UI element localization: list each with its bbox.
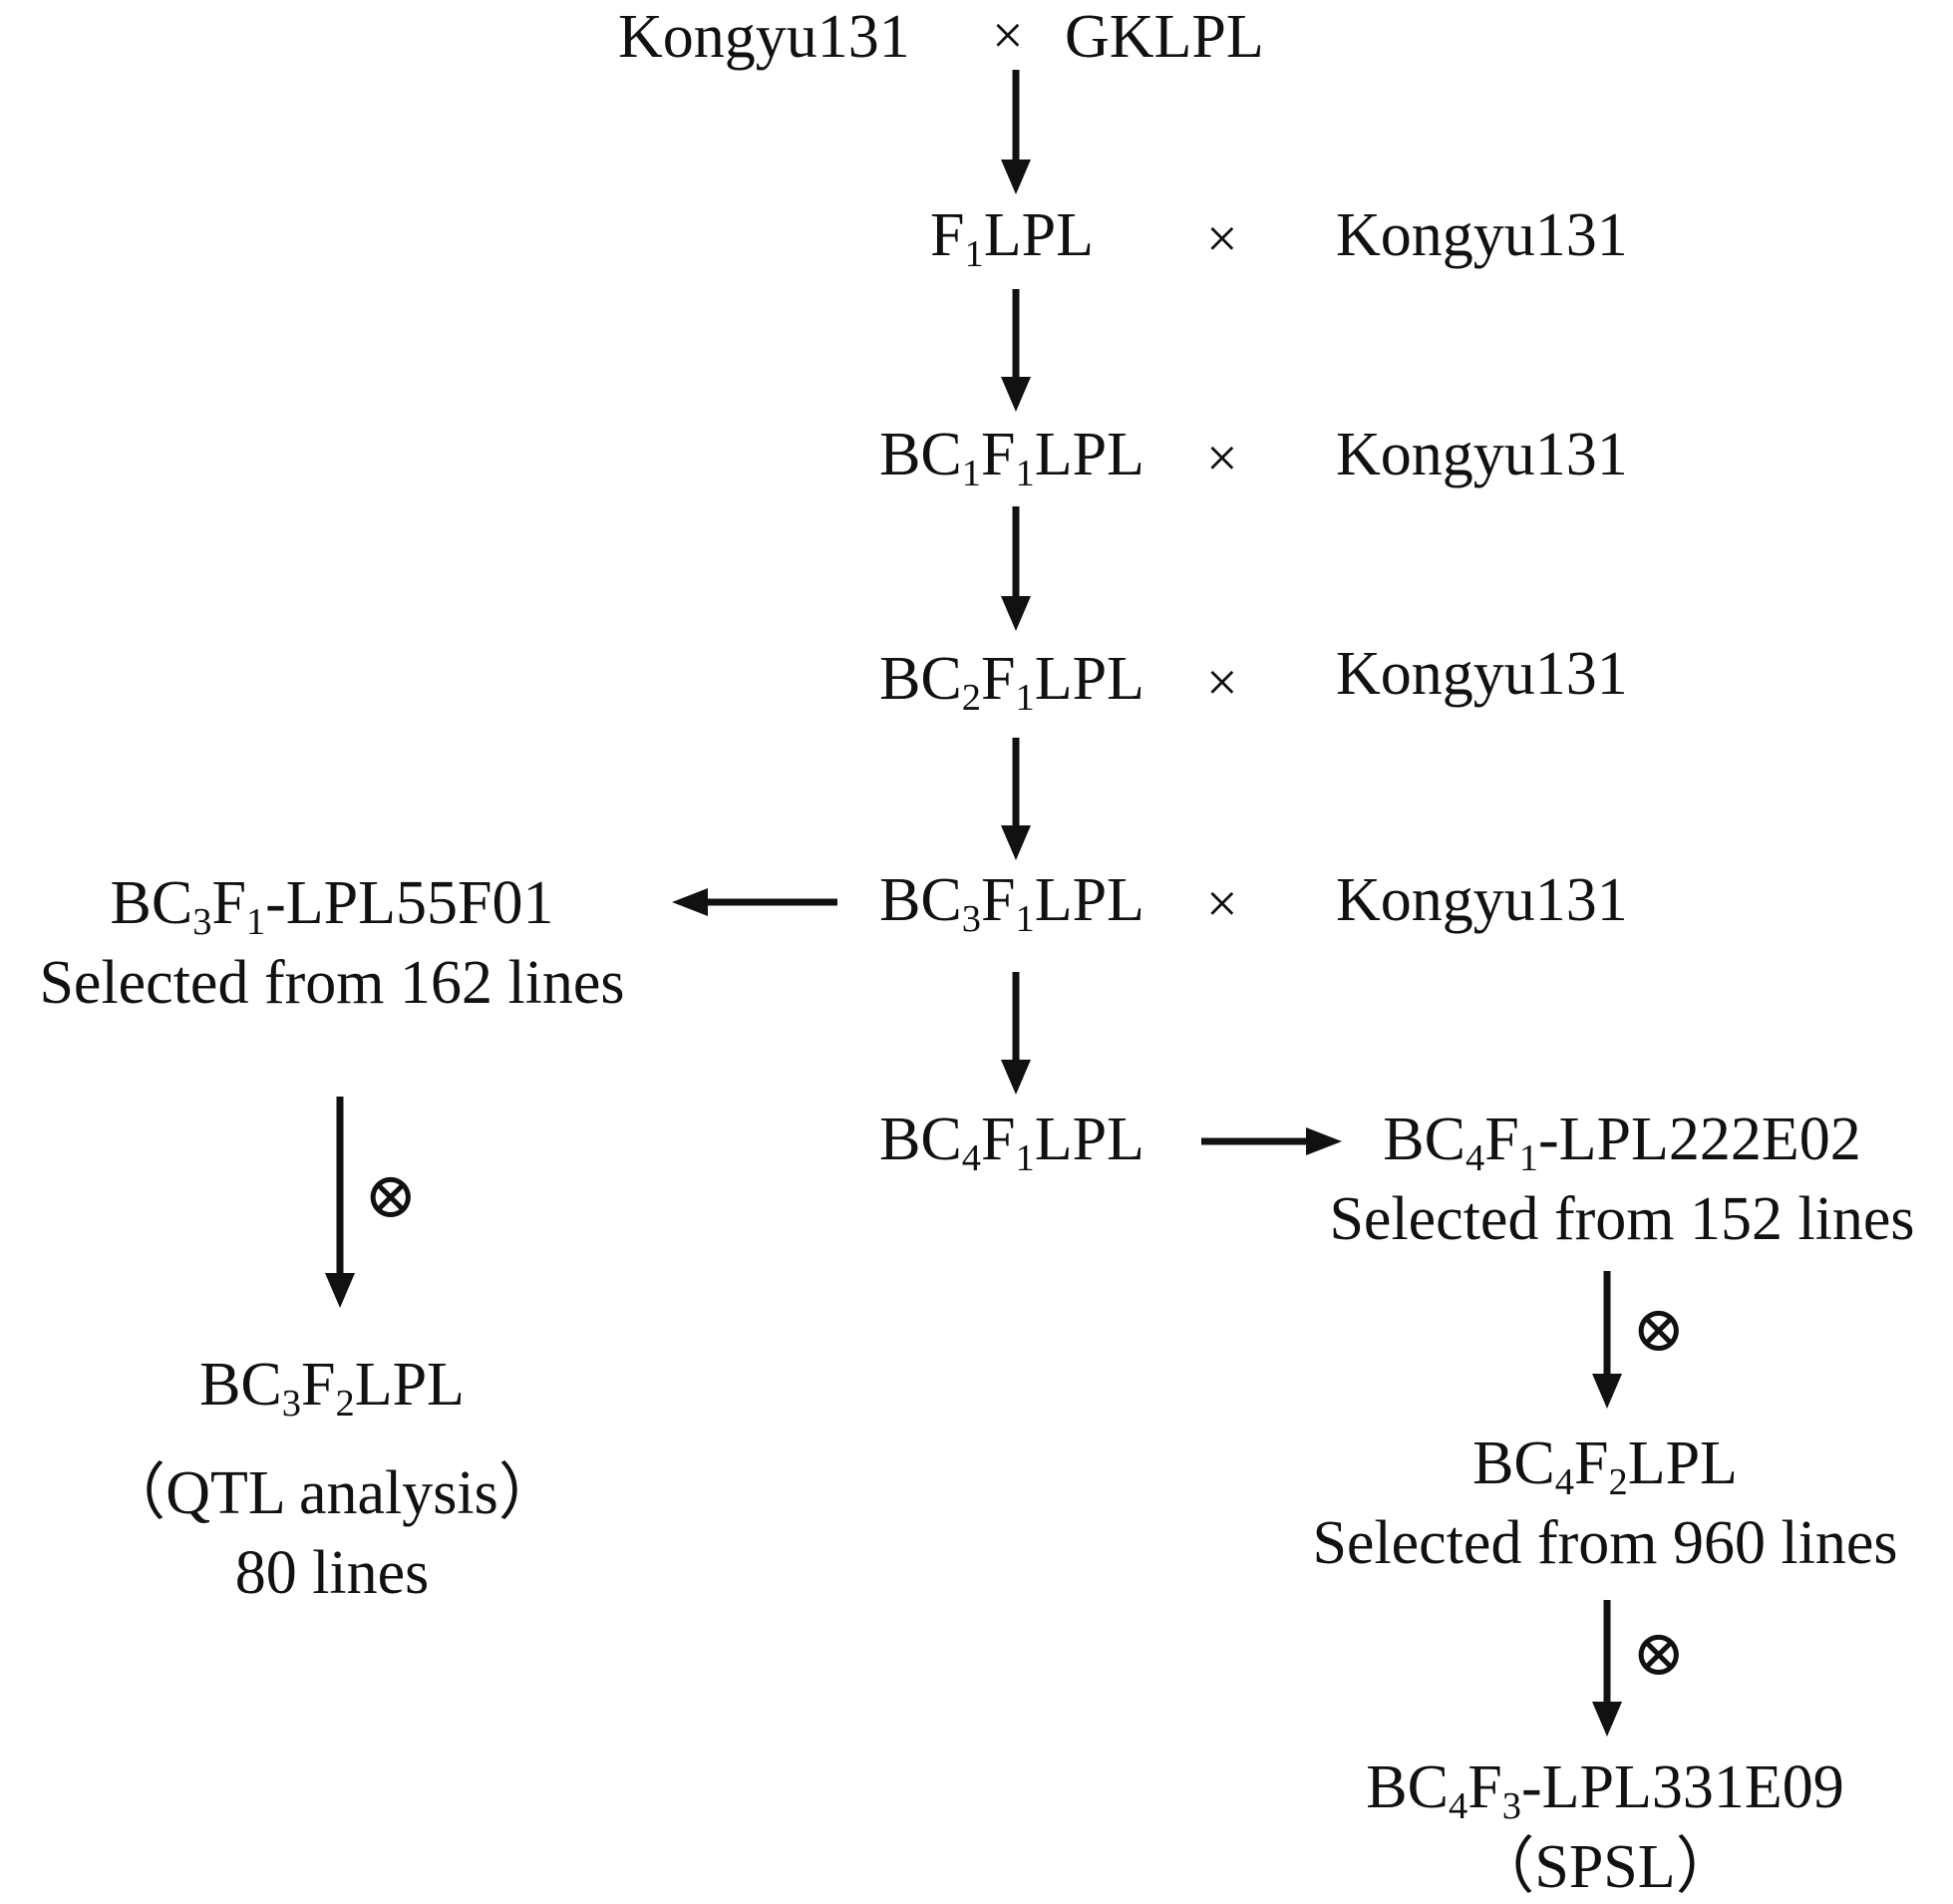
generation-bc2f1: BC2F1LPL xyxy=(879,645,1144,719)
generation-bc3f1: BC3F1LPL xyxy=(879,866,1144,940)
recurrent-parent: Kongyu131 xyxy=(1336,421,1628,488)
selfing-icon: ⊗ xyxy=(1632,1618,1686,1689)
arrowhead xyxy=(325,1273,355,1308)
arrowhead xyxy=(1001,1060,1031,1095)
selfing-icon: ⊗ xyxy=(364,1160,418,1231)
generation-f1: F1LPL xyxy=(930,201,1094,275)
arrowhead xyxy=(1592,1702,1622,1737)
right-final-line: BC4F3-LPL331E09 xyxy=(1366,1753,1844,1827)
right-f2-note: Selected from 960 lines xyxy=(1312,1509,1898,1577)
left-result-line: BC3F2LPL xyxy=(199,1351,465,1425)
arrowhead xyxy=(1306,1127,1342,1155)
arrowhead xyxy=(1001,377,1031,412)
arrowhead xyxy=(1001,825,1031,860)
cross-symbol: × xyxy=(992,5,1024,67)
cross-symbol: × xyxy=(1206,873,1238,935)
selfing-icon: ⊗ xyxy=(1632,1294,1686,1365)
arrowhead xyxy=(1001,596,1031,631)
left-selected-note: Selected from 162 lines xyxy=(39,949,625,1017)
arrowhead xyxy=(1001,159,1031,194)
cross-symbol: × xyxy=(1206,428,1238,489)
left-selected-line: BC3F1-LPL55F01 xyxy=(110,869,554,943)
left-result-note: （QTL analysis） xyxy=(104,1459,560,1527)
right-f2-line: BC4F2LPL xyxy=(1472,1429,1738,1503)
recurrent-parent: Kongyu131 xyxy=(1336,640,1628,708)
recurrent-parent: Kongyu131 xyxy=(1336,201,1628,269)
parent-male: GKLPL xyxy=(1065,3,1264,71)
generation-bc1f1: BC1F1LPL xyxy=(879,421,1144,494)
right-selected-note: Selected from 152 lines xyxy=(1329,1185,1915,1253)
arrowhead xyxy=(1592,1374,1622,1409)
cross-symbol: × xyxy=(1206,208,1238,270)
parent-female: Kongyu131 xyxy=(618,3,910,71)
cross-symbol: × xyxy=(1206,652,1238,714)
arrowhead xyxy=(672,888,708,916)
recurrent-parent: Kongyu131 xyxy=(1336,866,1628,934)
generation-bc4f1: BC4F1LPL xyxy=(879,1106,1144,1179)
left-result-count: 80 lines xyxy=(234,1539,430,1607)
right-final-note: （SPSL） xyxy=(1472,1833,1738,1901)
right-selected-line: BC4F1-LPL222E02 xyxy=(1383,1106,1861,1179)
